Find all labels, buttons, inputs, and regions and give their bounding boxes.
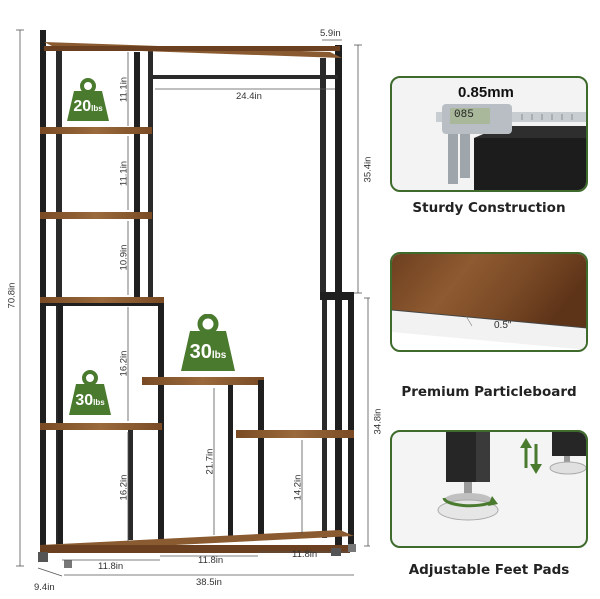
right-lower-post bbox=[348, 300, 354, 545]
shelf-drawing bbox=[16, 29, 370, 577]
left-inner-post-2 bbox=[148, 50, 153, 302]
weight-icon bbox=[69, 370, 111, 415]
weight-top-value: 20 bbox=[73, 98, 92, 115]
shelf-1 bbox=[40, 127, 152, 134]
weight-badge-lower: 30lbs bbox=[68, 370, 112, 416]
total-height-label: 70.8in bbox=[6, 282, 18, 309]
weight-badge-top: 20lbs bbox=[66, 78, 110, 122]
upper-height-label: 35.4in bbox=[362, 156, 374, 183]
bottom-width-1-label: 11.8in bbox=[98, 561, 124, 572]
bottom-width-2-label: 11.8in bbox=[198, 555, 224, 566]
bottom-width-3-label: 11.8in bbox=[292, 549, 318, 560]
shelf-gap-1-label: 11.1in bbox=[118, 76, 130, 103]
feet-pads-caption: Adjustable Feet Pads bbox=[408, 562, 570, 578]
wood-texture bbox=[392, 254, 586, 350]
right-lower-inner bbox=[322, 300, 327, 538]
rotate-arrow-icon bbox=[442, 496, 498, 508]
step-shelf-high bbox=[142, 377, 264, 385]
hanging-rod bbox=[152, 75, 338, 79]
shelf-gap-2-label: 11.1in bbox=[118, 160, 130, 187]
step-height-2-label: 14.2in bbox=[292, 474, 304, 501]
shelf-4 bbox=[40, 423, 162, 430]
weight-middle-unit: lbs bbox=[211, 350, 227, 361]
sturdy-construction-caption: Sturdy Construction bbox=[412, 200, 566, 216]
caliper-display: 085 bbox=[454, 109, 474, 121]
thickness-label: 0.5" bbox=[494, 320, 512, 331]
caliper-reading: 0.85mm bbox=[458, 84, 514, 101]
lower-height-label: 34.8in bbox=[372, 408, 384, 435]
weight-icon bbox=[181, 314, 235, 371]
base-depth-label: 9.4in bbox=[34, 582, 55, 593]
step-height-1-label: 21.7in bbox=[204, 448, 216, 475]
left-frame-post-front bbox=[40, 30, 46, 552]
weight-badge-middle: 30lbs bbox=[180, 314, 236, 372]
shelf-gap-5-label: 16.2in bbox=[118, 474, 130, 501]
particleboard-caption: Premium Particleboard bbox=[401, 384, 577, 400]
step-shelf-low bbox=[236, 430, 354, 438]
feet-pads-panel bbox=[390, 430, 588, 548]
top-depth-label: 5.9in bbox=[320, 28, 341, 39]
particleboard-panel: 0.5" bbox=[390, 252, 588, 352]
rod-width-label: 24.4in bbox=[236, 91, 262, 102]
weight-middle-value: 30 bbox=[189, 341, 212, 363]
weight-icon bbox=[67, 78, 109, 121]
shelf-3 bbox=[40, 297, 164, 304]
shelf-gap-4-label: 16.2in bbox=[118, 350, 130, 377]
right-frame-post-back bbox=[320, 58, 326, 298]
shelf-gap-3-label: 10.9in bbox=[118, 244, 130, 271]
up-down-arrows-icon bbox=[520, 438, 542, 474]
total-width-label: 38.5in bbox=[196, 577, 222, 588]
shelf-2 bbox=[40, 212, 152, 219]
weight-lower-unit: lbs bbox=[93, 398, 105, 407]
weight-top-unit: lbs bbox=[91, 104, 103, 113]
sturdy-construction-panel: 0.85mm 085 bbox=[390, 76, 588, 192]
weight-lower-value: 30 bbox=[75, 392, 94, 409]
caliper-icon bbox=[436, 104, 586, 190]
left-frame-post-back bbox=[56, 45, 62, 545]
left-inner-post bbox=[134, 52, 140, 302]
